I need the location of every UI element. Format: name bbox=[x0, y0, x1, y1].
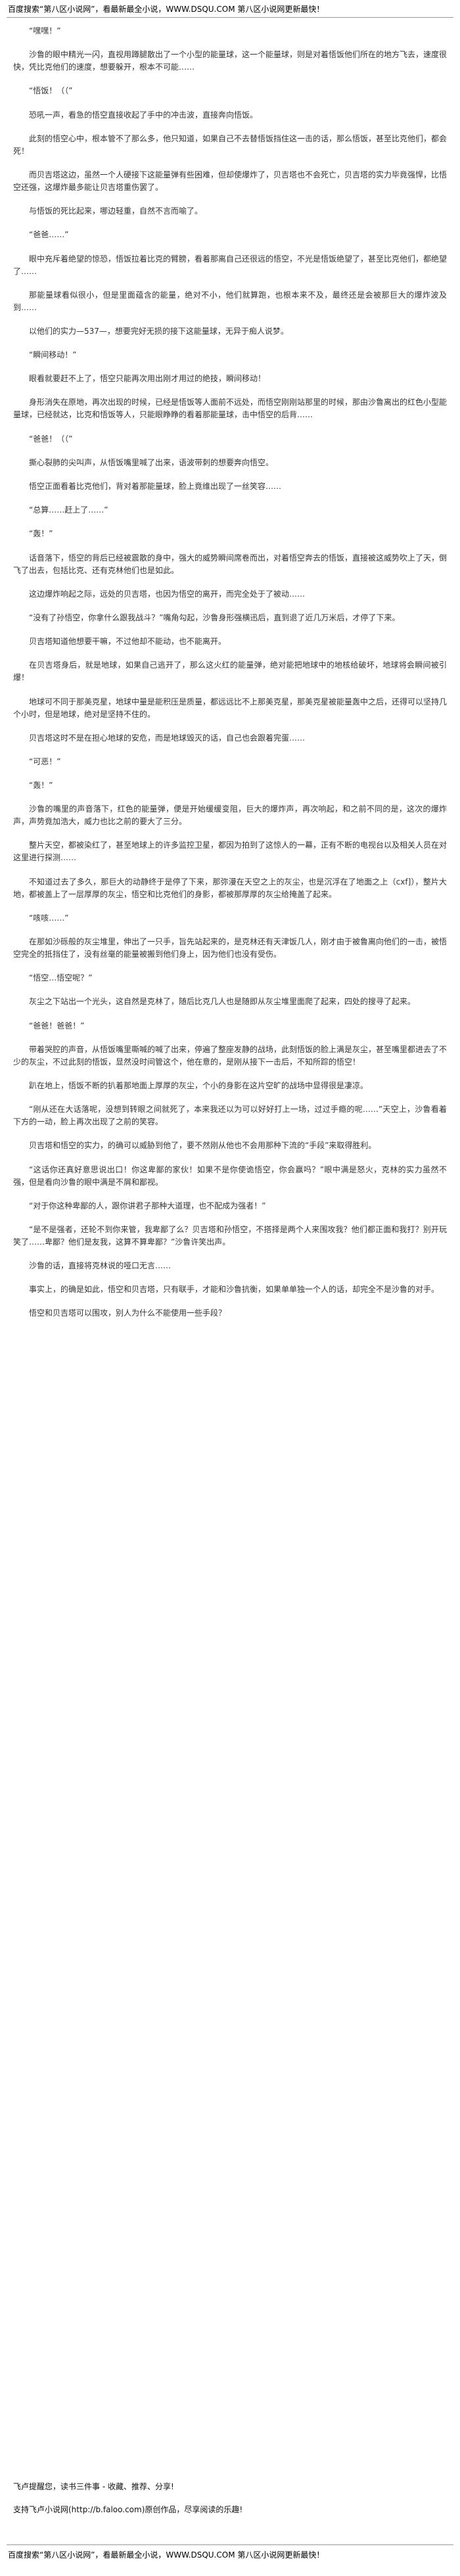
story-paragraph: 与悟饭的死比起来，哪边轻重，自然不言而喻了。 bbox=[29, 206, 203, 216]
story-paragraph: 灰尘之下站出一个光头，这自然是克林了，随后比克几人也是随即从灰尘堆里面爬了起来，… bbox=[29, 997, 416, 1007]
story-paragraph: 以他们的实力—537—，想要完好无损的接下这能量球，无异于痴人说梦。 bbox=[29, 326, 288, 336]
story-paragraph: 话音落下，悟空的背后已经被震散的身中，强大的威势瞬间席卷而出，对着悟空奔去的悟饭… bbox=[13, 553, 447, 575]
story-paragraph: 沙鲁的嘴里的声音落下，红色的能量弹，便是开始缓缓变阻，巨大的爆炸声，再次响起，和… bbox=[13, 804, 447, 827]
chapter-content: “嘿嘿！” 沙鲁的眼中精光一闪，直视用蹲腿散出了一个小型的能量球，这一个能量球，则… bbox=[13, 25, 447, 2470]
story-paragraph: 在那如沙砾般的灰尘堆里，伸出了一只手，旨先站起来的，是克林还有天津饭几人，刚才由… bbox=[13, 937, 447, 959]
story-paragraph: 带着哭腔的声音，从悟饭嘴里嘶喊的喊了出来，停遍了整座发静的战场，此刻悟饭的脸上满… bbox=[13, 1044, 447, 1067]
story-paragraph: 身形消失在原地，再次出现的时候，已经是悟饭等人面前不远处，而悟空刚刚站那里的时候… bbox=[13, 398, 447, 420]
story-paragraph: “是不是强者，还轮不到你来管，我卑鄙了么？贝吉塔和孙悟空，不搭择是两个人来围攻我… bbox=[13, 1224, 447, 1247]
story-paragraph: “总算……赶上了……” bbox=[29, 505, 108, 515]
header-divider bbox=[7, 17, 453, 18]
story-paragraph: 贝吉塔知道他想要干嘛，不过他却不能动，也不能离开。 bbox=[29, 637, 227, 647]
story-paragraph: 眼中充斥着绝望的惊恐，悟饭拉着比克的臂膀，看着那离自己还很远的悟空，不光是悟饭绝… bbox=[13, 254, 447, 276]
story-paragraph: “悟饭！（（” bbox=[29, 86, 73, 96]
support-link-text[interactable]: 支持飞卢小说网(http://b.faloo.com)原创作品，尽享阅读的乐趣! bbox=[13, 2505, 243, 2514]
story-paragraph: “爸爸……” bbox=[29, 230, 69, 240]
story-paragraph: 贝吉塔这时不是在担心地球的安危，而是地球毁灭的话，自己也会跟着完蛋…… bbox=[29, 733, 306, 743]
story-paragraph: 地球可不同于那美克星，地球中量是能积压是质量，都远远比不上那美克星，那美克星被能… bbox=[13, 697, 447, 719]
story-paragraph: 眼看就要赶不上了，悟空只能再次用出刚才用过的绝技，瞬间移动！ bbox=[29, 374, 266, 384]
story-paragraph: 事实上，的确是如此，悟空和贝吉塔，只有联手，才能和沙鲁抗衡，如果单单独一个人的话… bbox=[29, 1285, 440, 1295]
story-paragraph: 趴在地上，悟饭不断的扒着那地面上厚厚的灰尘，个小的身影在这片空旷的战场中显得很是… bbox=[29, 1080, 369, 1090]
story-paragraph: “爸爸！爸爸！” bbox=[29, 1021, 85, 1030]
site-footer-banner: 百度搜索“第八区小说网”，看最新最全小说，WWW.DSQU.COM 第八区小说网… bbox=[8, 2550, 325, 2560]
story-paragraph: “瞬间移动！” bbox=[29, 350, 77, 360]
story-paragraph: “轰！” bbox=[29, 781, 53, 791]
story-paragraph: “嘿嘿！” bbox=[29, 26, 61, 35]
story-paragraph: 这边爆炸响起之际，远处的贝吉塔，也因为悟空的离开，而完全处于了被动…… bbox=[29, 589, 306, 599]
story-paragraph: “可恶！” bbox=[29, 756, 61, 766]
story-paragraph: “没有了孙悟空，你拿什么跟我战斗？”嘴角勾起，沙鲁身形强横迅后，直到退了近几万米… bbox=[29, 612, 400, 622]
footer-divider bbox=[7, 2544, 453, 2545]
story-paragraph: 整片天空，都被染红了，甚至地球上的许多监控卫星，都因为拍到了这惊人的一幕，正有不… bbox=[13, 840, 447, 863]
story-paragraph: 在贝吉塔身后，就是地球，如果自己逃开了，那么这火红的能量弹，绝对能把地球中的地核… bbox=[13, 660, 447, 683]
story-paragraph: 而贝吉塔这边，虽然一个人硬接下这能量弹有些困难，但却使爆炸了，贝吉塔也不会死亡，… bbox=[13, 170, 447, 192]
story-paragraph: 不知道过去了多久，那巨大的动静终于是停了下来，那弥漫在天空之上的灰尘，也是沉浮在… bbox=[13, 877, 447, 899]
story-paragraph: 恐吼一声，看急的悟空直接收起了手中的冲击波，直接奔向悟饭。 bbox=[29, 110, 258, 120]
story-paragraph: 悟空和贝吉塔可以围攻，别人为什么不能使用一些手段？ bbox=[29, 1308, 227, 1318]
story-paragraph: 贝吉塔和悟空的实力，的确可以威胁到他了，要不然刚从他也不会用那种下流的“手段”来… bbox=[29, 1141, 377, 1151]
story-paragraph: “对于你这种卑鄙的人，跟你讲君子那种大道理，也不配成为强者！” bbox=[29, 1201, 266, 1210]
story-paragraph: 沙鲁的话，直接将克林说的哑口无言…… bbox=[29, 1261, 172, 1271]
story-paragraph: 悟空正面看着比克他们，背对着那能量球，脸上竟维出现了一丝笑容…… bbox=[29, 482, 282, 491]
story-paragraph: 沙鲁的眼中精光一闪，直视用蹲腿散出了一个小型的能量球，这一个能量球，则是对着悟饭… bbox=[13, 50, 447, 72]
story-paragraph: “刚从还在大话落呢，没想到转眼之间就死了，本来我还以为可以好好打上一场，过过手瘾… bbox=[13, 1105, 447, 1127]
story-paragraph: “咳咳……” bbox=[29, 913, 69, 923]
story-paragraph: 撕心裂肺的尖叫声，从悟饭嘴里喊了出来，语波带刺的想要奔向悟空。 bbox=[29, 457, 274, 467]
story-paragraph: “爸爸！（（” bbox=[29, 434, 73, 444]
support-link[interactable]: 支持飞卢小说网(http://b.faloo.com)原创作品，尽享阅读的乐趣! bbox=[13, 2504, 447, 2516]
story-paragraph: “这话你还真好意思说出口！你这卑鄙的家伙！如果不是你使诡悟空，你会赢吗？”眼中满… bbox=[13, 1164, 447, 1187]
story-paragraph: “轰！” bbox=[29, 529, 53, 539]
reading-reminder: 飞卢提醒您，读书三件事 - 收藏、推荐、分享! bbox=[13, 2482, 174, 2491]
story-paragraph: 那能量球看似很小，但是里面蕴含的能量，绝对不小，他们就算跑，也根本来不及，最终还… bbox=[13, 290, 447, 312]
story-paragraph: “悟空…悟空呢？” bbox=[29, 973, 93, 983]
site-header-banner: 百度搜索“第八区小说网”，看最新最全小说，WWW.DSQU.COM 第八区小说网… bbox=[8, 5, 325, 14]
story-paragraph: 此刻的悟空心中，根本管不了那么多，他只知道，如果自己不去替悟饭挡住这一击的话，那… bbox=[13, 133, 447, 156]
